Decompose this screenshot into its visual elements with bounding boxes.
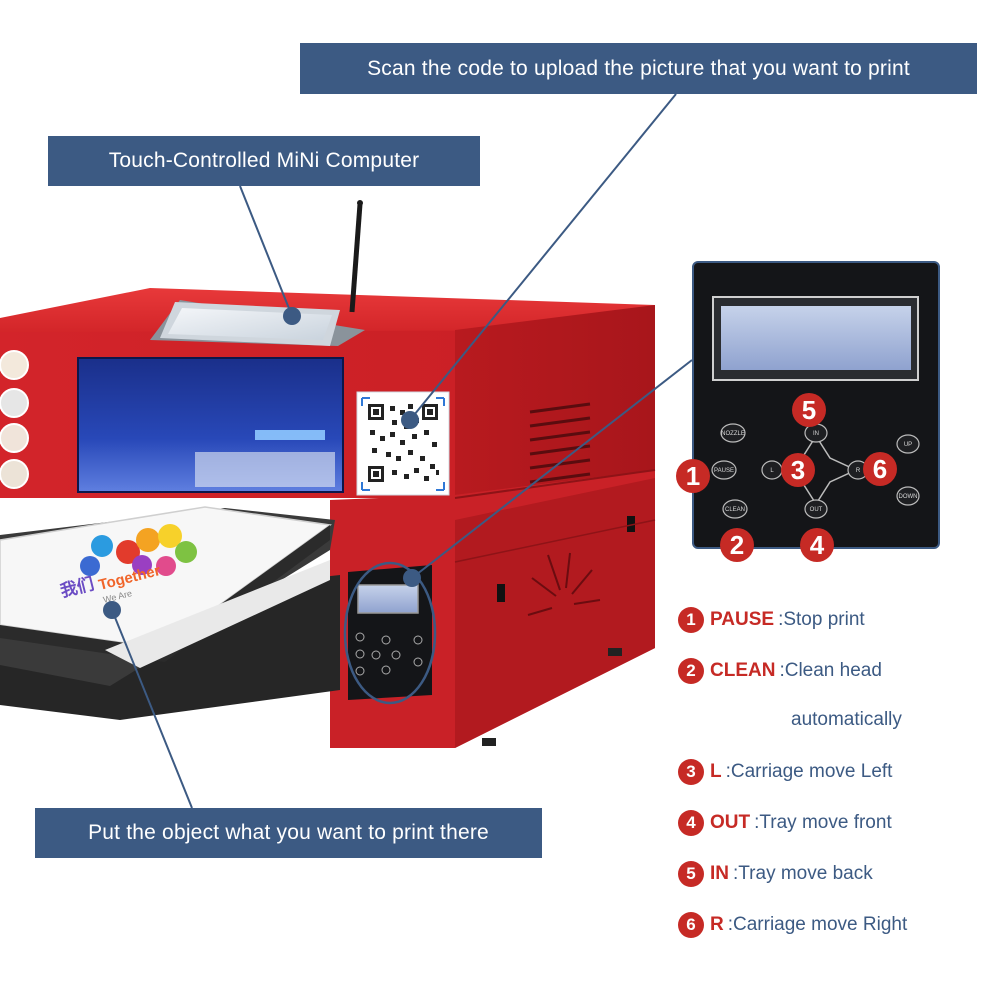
wifi-antenna bbox=[349, 203, 363, 313]
qr-code bbox=[368, 404, 439, 482]
side-handle-left bbox=[497, 584, 505, 602]
button-up-label: UP bbox=[904, 442, 912, 448]
legend-key: IN bbox=[710, 863, 729, 884]
button-clean-label: CLEAN bbox=[725, 507, 745, 513]
marker-2 bbox=[720, 528, 754, 562]
pointer-dot-panel bbox=[403, 569, 421, 587]
legend-key: OUT bbox=[710, 812, 751, 833]
legend-desc: :Tray move front bbox=[754, 812, 892, 833]
legend-item-left: 3 L :Carriage move Left bbox=[678, 757, 892, 787]
button-clean[interactable] bbox=[722, 499, 748, 519]
legend-key: PAUSE bbox=[710, 609, 775, 630]
marker-6-label: 6 bbox=[873, 454, 887, 484]
marker-4-label: 4 bbox=[810, 530, 825, 560]
button-nozzle[interactable] bbox=[720, 423, 746, 443]
button-down-label: DOWN bbox=[899, 494, 918, 500]
side-icons bbox=[0, 350, 29, 489]
control-panel-inset: NOZZLE PAUSE CLEAN IN OUT L R UP DOWN 5 bbox=[676, 261, 940, 562]
legend-number: 6 bbox=[678, 912, 704, 938]
legend-number: 2 bbox=[678, 658, 704, 684]
button-pause-label: PAUSE bbox=[714, 468, 734, 474]
panel-highlight-ring bbox=[343, 561, 437, 705]
legend-number: 5 bbox=[678, 861, 704, 887]
pointer-dot-touch bbox=[283, 307, 301, 325]
legend-desc: :Stop print bbox=[778, 609, 865, 630]
callout-scan-text: Scan the code to upload the picture that… bbox=[367, 56, 910, 80]
button-out[interactable] bbox=[804, 499, 828, 519]
tshirt-fabric bbox=[105, 560, 330, 668]
legend-continuation: automatically bbox=[791, 709, 902, 730]
printer-side bbox=[455, 305, 655, 495]
legend-key: CLEAN bbox=[710, 660, 776, 681]
marker-4 bbox=[800, 528, 834, 562]
side-handle-right bbox=[627, 516, 635, 532]
button-in-label: IN bbox=[813, 431, 819, 437]
marker-5-label: 5 bbox=[802, 395, 816, 425]
legend-item-in: 5 IN :Tray move back bbox=[678, 859, 873, 889]
button-pause[interactable] bbox=[711, 460, 737, 480]
printer-lower-side bbox=[455, 478, 655, 748]
callout-touch-computer: Touch-Controlled MiNi Computer bbox=[48, 136, 480, 186]
pointer-dot-qr bbox=[401, 411, 419, 429]
legend-item-out: 4 OUT :Tray move front bbox=[678, 808, 892, 838]
button-out-label: OUT bbox=[810, 507, 823, 513]
legend-key: R bbox=[710, 914, 724, 935]
legend-number: 1 bbox=[678, 607, 704, 633]
button-down[interactable] bbox=[896, 486, 920, 506]
marker-2-label: 2 bbox=[730, 530, 744, 560]
marker-3 bbox=[781, 453, 815, 487]
legend-desc: :Carriage move Right bbox=[727, 914, 908, 935]
mini-control-panel bbox=[348, 565, 432, 700]
legend-item-pause: 1 PAUSE :Stop print bbox=[678, 605, 865, 635]
button-left-label: L bbox=[770, 468, 774, 474]
legend-key: L bbox=[710, 761, 722, 782]
touch-computer bbox=[150, 200, 365, 346]
button-up[interactable] bbox=[896, 434, 920, 454]
marker-5 bbox=[792, 393, 826, 427]
side-decor bbox=[527, 552, 601, 616]
marker-1 bbox=[676, 459, 710, 493]
callout-touch-text: Touch-Controlled MiNi Computer bbox=[108, 149, 420, 172]
legend-desc: :Tray move back bbox=[733, 863, 873, 884]
legend-desc: :Carriage move Left bbox=[725, 761, 893, 782]
button-nozzle-label: NOZZLE bbox=[721, 431, 745, 437]
legend-number: 3 bbox=[678, 759, 704, 785]
legend-item-right: 6 R :Carriage move Right bbox=[678, 910, 907, 940]
marker-1-label: 1 bbox=[686, 461, 700, 491]
legend-item-clean: 2 CLEAN :Clean head bbox=[678, 656, 882, 686]
legend-desc: :Clean head bbox=[779, 660, 882, 681]
callout-print-object: Put the object what you want to print th… bbox=[35, 808, 542, 858]
marker-6 bbox=[863, 452, 897, 486]
pointer-dot-tray bbox=[103, 601, 121, 619]
legend-number: 4 bbox=[678, 810, 704, 836]
callout-pointers bbox=[111, 93, 693, 809]
marker-3-label: 3 bbox=[791, 455, 805, 485]
callout-scan-code: Scan the code to upload the picture that… bbox=[300, 43, 977, 94]
button-right-label: R bbox=[856, 468, 861, 474]
callout-object-text: Put the object what you want to print th… bbox=[88, 821, 489, 844]
